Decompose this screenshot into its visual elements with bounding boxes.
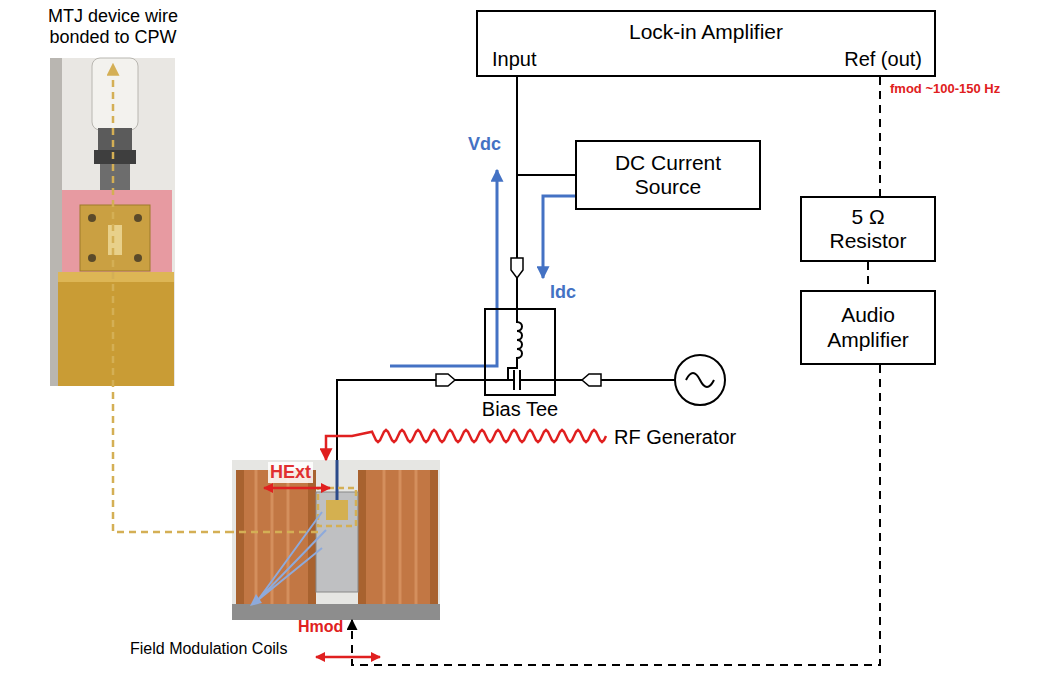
part-label: Field Modulation Coils — [130, 640, 287, 658]
leader-tip — [250, 594, 262, 606]
rf-generator-node: RF Generator — [606, 352, 760, 452]
photo-ground — [232, 460, 440, 620]
screw — [88, 254, 96, 262]
coil — [358, 470, 438, 606]
node-label: 5 Ω Resistor — [823, 205, 913, 253]
text-slot: Audio Amplifier — [807, 299, 929, 355]
instrument-box: Audio Amplifier — [800, 290, 936, 365]
node-label: Audio Amplifier — [813, 303, 923, 351]
node-label: Bias Tee — [482, 398, 558, 421]
text-slot: HExt — [268, 462, 313, 483]
text-slot: 5 Ω Resistor — [817, 201, 919, 257]
photo-caption: MTJ device wire bonded to CPW — [38, 6, 188, 47]
cpw-chip — [108, 225, 122, 255]
sma-connector — [511, 258, 523, 278]
field-arrow — [316, 656, 380, 659]
inset-frame — [318, 488, 356, 526]
coil-flange — [308, 470, 316, 606]
coil-flange — [358, 470, 366, 606]
text-slot: Input — [492, 48, 536, 71]
label-anchor: Idc — [550, 282, 576, 303]
field-arrow — [264, 487, 330, 490]
connector-body — [100, 164, 130, 192]
text-slot: RF Generator — [614, 426, 736, 449]
bias-tee-symbol — [486, 310, 554, 394]
node-label: DC Current Source — [603, 151, 733, 199]
leader-line — [258, 512, 326, 600]
sample-holder — [326, 500, 348, 520]
text-slot: Ref (out) — [844, 48, 922, 71]
connector — [352, 365, 880, 665]
node-label: RF Generator — [614, 426, 736, 449]
connector — [113, 64, 232, 532]
magnet-photo — [232, 460, 440, 620]
connector-nut — [94, 150, 136, 164]
connector — [879, 77, 881, 196]
node-label: HExt — [268, 462, 313, 483]
bias-tee-box: Bias Tee — [484, 308, 556, 396]
connector — [326, 430, 606, 460]
coil-flange — [430, 470, 438, 606]
photo-caption-node: MTJ device wire bonded to CPW — [30, 4, 196, 64]
field-label: Hmod — [298, 618, 343, 636]
connector — [867, 262, 869, 290]
sample-mount — [316, 492, 358, 592]
pink-block — [62, 190, 172, 272]
sine-symbol — [686, 373, 714, 387]
connector — [337, 380, 484, 460]
capacitor-symbol — [486, 370, 554, 390]
gold-base-edge — [58, 272, 174, 282]
instrument-box: Lock-in AmplifierInput Ref (out) — [476, 10, 936, 77]
screw — [134, 214, 142, 222]
node-label: Input — [492, 48, 536, 71]
text-slot: MTJ device wire bonded to CPW — [38, 4, 188, 47]
frequency-label: fmod ~100-150 Hz — [890, 82, 1000, 97]
node-label: Lock-in Amplifier — [629, 20, 783, 44]
source-circle — [675, 355, 725, 405]
coil-winding — [384, 470, 416, 606]
voltage-arrow — [390, 170, 497, 366]
node-label: Ref (out) — [844, 48, 922, 71]
screw — [134, 254, 142, 262]
rf-source-symbol — [606, 352, 760, 412]
text-slot: Lock-in Amplifier — [478, 20, 934, 44]
sma-connector — [582, 374, 601, 386]
magnet-photo-node: HExt — [232, 460, 440, 620]
cable — [92, 58, 138, 130]
connector — [556, 379, 675, 381]
text-slot: DC Current Source — [597, 147, 739, 203]
label-anchor: Vdc — [468, 134, 501, 155]
instrument-box: DC Current Source — [575, 140, 761, 210]
inset-leader — [232, 531, 318, 534]
current-arrow — [543, 196, 575, 278]
resistor-box: 5 Ω Resistor — [800, 196, 936, 262]
signal-label: Idc — [550, 282, 576, 303]
label-anchor: fmod ~100-150 Hz — [890, 82, 1000, 97]
text-slot: Bias Tee — [446, 398, 594, 421]
signal-label: Vdc — [468, 134, 501, 155]
coil-flange — [236, 470, 244, 606]
screw — [88, 214, 96, 222]
base-rail — [232, 604, 440, 620]
gold-base — [58, 272, 174, 386]
connector-body — [98, 128, 132, 150]
connector-group — [113, 64, 880, 665]
sma-connector — [436, 374, 455, 386]
label-anchor: Field Modulation Coils — [130, 640, 287, 658]
gold-fixture — [80, 205, 150, 271]
coax-cable — [336, 460, 339, 500]
label-anchor: Hmod — [298, 618, 343, 636]
inductor-symbol — [508, 310, 522, 380]
